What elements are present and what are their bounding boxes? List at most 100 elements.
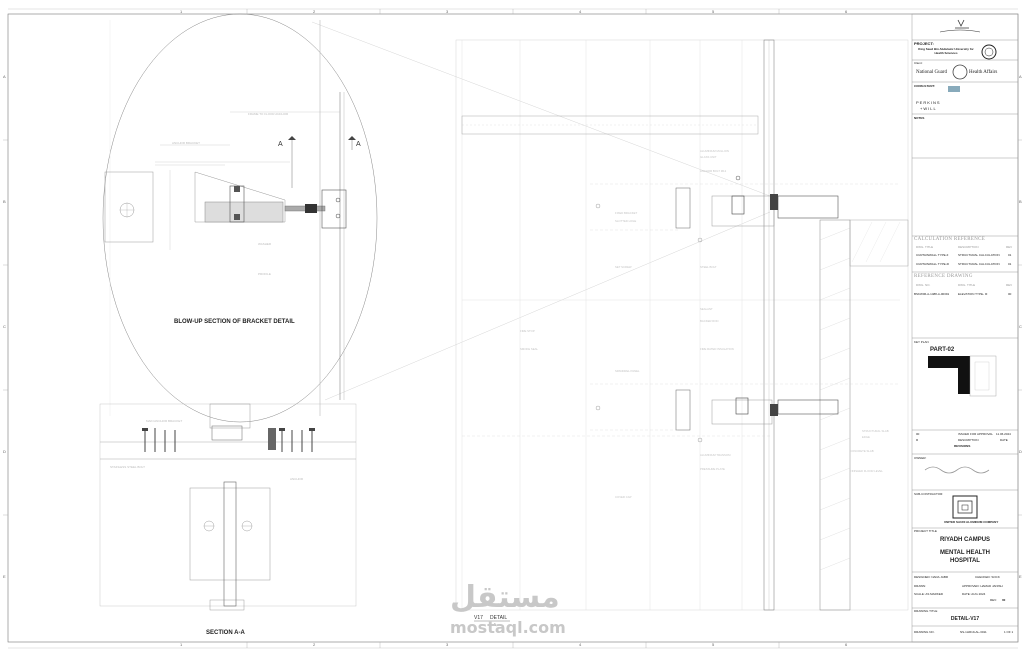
svg-text:ALUMINIUM MULLION: ALUMINIUM MULLION: [700, 149, 729, 153]
svg-text:SEALANT: SEALANT: [700, 307, 713, 311]
svg-text:3: 3: [446, 642, 449, 647]
svg-text:STRUCTURAL SLAB: STRUCTURAL SLAB: [862, 429, 889, 433]
calc-row-2-rev: 01: [1008, 262, 1012, 266]
rev-label: REV:: [990, 598, 997, 602]
svg-text:PROFILE: PROFILE: [258, 272, 271, 276]
date-label: DATE: AUG 2024: [962, 592, 986, 596]
calc-ref-title: CALCULATION REFERENCE: [914, 237, 986, 242]
blowup-detail: FRAME TO FLOOR ANCHOR ANCHOR BRACKET PRO…: [102, 13, 771, 423]
ref-row-1-title: ELEVATION TYPE- III: [958, 292, 988, 296]
detail-title: DETAIL: [490, 615, 507, 621]
rev-header-desc: DESCRIPTION: [958, 438, 979, 442]
detail-number: V17: [474, 615, 483, 621]
rev-header-r: R: [916, 438, 919, 442]
checked-by: CHECKED: SOCK: [975, 575, 1000, 579]
watermark-arabic: مستقل: [450, 580, 560, 615]
drawing-title-label: DRAWING TITLE: [914, 609, 938, 613]
calc-row-1-desc: STRUCTURAL CALCULATION: [958, 253, 1000, 257]
calc-header-title: DWG. TITLE: [916, 245, 934, 249]
drawing-title: DETAIL-V17: [950, 616, 980, 622]
detail-scale: 1 : 5: [489, 623, 496, 627]
rev-value: 00: [1002, 598, 1006, 602]
svg-text:FIXED BRACKET: FIXED BRACKET: [615, 211, 638, 215]
svg-text:6: 6: [845, 642, 848, 647]
scale-label: SCALE: AS MARKED: [914, 592, 944, 596]
section-aa: MAIN ANCHOR BRACKET STAINLESS STEEL BOLT…: [99, 403, 357, 636]
ng-seal: [952, 64, 968, 80]
project-title-1: RIYADH CAMPUS: [939, 537, 991, 543]
calc-header-rev: REV: [1006, 245, 1013, 249]
svg-text:COVER CAP: COVER CAP: [615, 495, 632, 499]
subcontractor-label: SUB-CONTRACTOR:: [914, 492, 944, 496]
key-plan: [928, 355, 997, 397]
svg-text:C: C: [1019, 324, 1022, 329]
watermark-latin: mostaql.com: [450, 618, 566, 637]
grid-col-4: 4: [579, 9, 582, 14]
section-mark-a-right: A: [356, 141, 361, 148]
svg-text:SPANDREL PANEL: SPANDREL PANEL: [615, 369, 640, 373]
svg-text:SET SCREW: SET SCREW: [615, 265, 632, 269]
ref-row-1-rev: 00: [1008, 292, 1012, 296]
ref-header-no: DWG. NO.: [916, 283, 931, 287]
grid-row-e: E: [3, 574, 6, 579]
calc-header-desc: DESCRIPTION: [958, 245, 979, 249]
client-label: Client:: [914, 61, 923, 65]
svg-text:FIRE STOP: FIRE STOP: [520, 329, 535, 333]
svg-text:WASHER: WASHER: [258, 242, 272, 246]
approved-by: APPROVED: HAMAD JANISH: [962, 584, 1003, 588]
architect-name-2: +WILL: [920, 106, 937, 111]
sheet-border: [7, 13, 1019, 643]
consultant-logo: [948, 86, 960, 92]
section-mark-a-left: A: [278, 141, 283, 148]
part-label: PART-02: [930, 347, 955, 353]
drawing-number-label: DRAWING NO.: [914, 630, 935, 634]
svg-text:EDGE: EDGE: [862, 435, 870, 439]
svg-text:5: 5: [712, 642, 715, 647]
ref-row-1-no: BSKW06-A-1488-A-00391: [914, 292, 950, 296]
grid-row-a: A: [3, 74, 6, 79]
svg-text:GLASS UNIT: GLASS UNIT: [700, 155, 717, 159]
grid-col-2: 2: [313, 9, 316, 14]
blowup-title: BLOW-UP SECTION OF BRACKET DETAIL: [174, 319, 295, 325]
grid-row-d: D: [3, 449, 6, 454]
drawing-number: NS-1HR19-AL-3011: [960, 630, 987, 634]
svg-text:ALUMINIUM TRANSOM: ALUMINIUM TRANSOM: [700, 453, 731, 457]
grid-col-3: 3: [446, 9, 449, 14]
svg-text:BACKER ROD: BACKER ROD: [700, 319, 719, 323]
client-name-1: National Guard: [916, 70, 947, 75]
svg-text:ANCHOR: ANCHOR: [290, 477, 304, 481]
svg-text:STEEL BOLT: STEEL BOLT: [700, 265, 717, 269]
svg-text:FIRE RATED INSULATION: FIRE RATED INSULATION: [700, 347, 734, 351]
svg-text:SMOKE SEAL: SMOKE SEAL: [520, 347, 538, 351]
svg-text:ANCHOR BRACKET: ANCHOR BRACKET: [172, 141, 200, 145]
calc-row-1-rev: 01: [1008, 253, 1012, 257]
svg-text:4: 4: [579, 642, 582, 647]
university-seal: [981, 44, 997, 60]
svg-text:CONCRETE SLAB: CONCRETE SLAB: [850, 449, 874, 453]
svg-text:FRAME TO FLOOR ANCHOR: FRAME TO FLOOR ANCHOR: [248, 112, 289, 116]
grid-col-6: 6: [845, 9, 848, 14]
owner-label: OWNER:: [914, 456, 927, 460]
grid-row-b: B: [3, 199, 6, 204]
svg-text:STAINLESS STEEL BOLT: STAINLESS STEEL BOLT: [110, 465, 145, 469]
consultant-label: CONSULTANT:: [914, 84, 935, 88]
svg-text:2: 2: [313, 642, 316, 647]
grid-col-1: 1: [180, 9, 183, 14]
svg-text:1: 1: [180, 642, 183, 647]
title-block-frame: [911, 13, 1019, 643]
ref-header-rev: REV: [1006, 283, 1013, 287]
grid-ticks: [3, 9, 1022, 648]
svg-text:MAIN ANCHOR BRACKET: MAIN ANCHOR BRACKET: [146, 419, 182, 423]
calc-row-2-desc: STRUCTURAL CALCULATION: [958, 262, 1000, 266]
ref-dwg-title: REFERENCE DRAWING: [914, 274, 973, 279]
grid-labels: 1 2 3 4 5 6 1 2 3 4 5 6 A B C D E A B C …: [3, 9, 1022, 647]
rev-row-r: 00: [916, 432, 920, 436]
owner-logo: [924, 466, 990, 474]
ref-header-title: DWG. TITLE: [958, 283, 976, 287]
notes-label: NOTES: [914, 116, 925, 120]
project-title-2: MENTAL HEALTH: [940, 550, 990, 556]
main-detail: ALUMINIUM MULLION GLASS UNIT ANCHOR BOLT…: [455, 39, 909, 627]
grid-col-5: 5: [712, 9, 715, 14]
svg-text:B: B: [1019, 199, 1022, 204]
